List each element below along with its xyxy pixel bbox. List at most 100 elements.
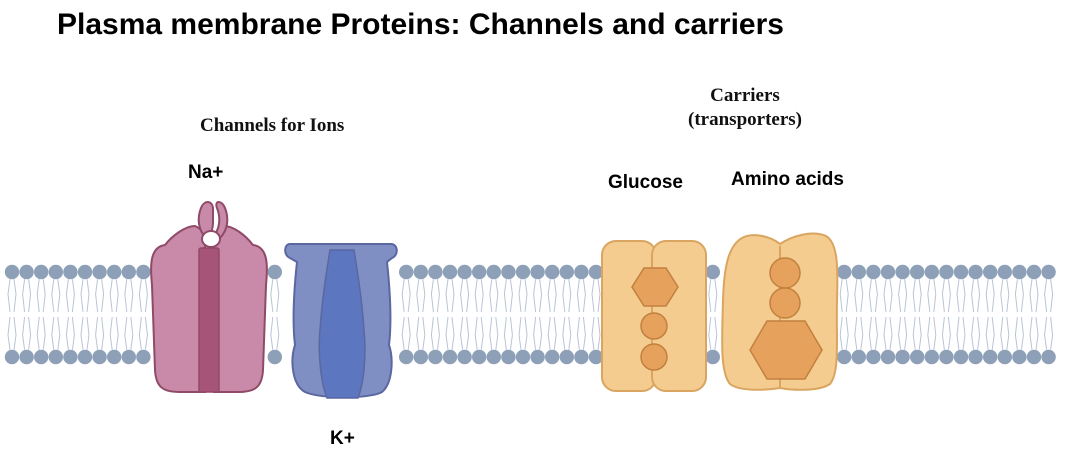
sodium-label: Na+ bbox=[188, 162, 224, 183]
lipid-tails bbox=[971, 279, 981, 350]
lipid-tails bbox=[270, 279, 280, 350]
lipid-head-inner bbox=[968, 349, 983, 365]
lipid-head-outer bbox=[866, 264, 881, 280]
lipid-tails bbox=[1044, 279, 1054, 350]
lipid-head-inner bbox=[107, 349, 122, 365]
glucose-substrate-hexagon bbox=[631, 267, 679, 307]
lipid-tails bbox=[124, 279, 134, 350]
potassium-channel-pore bbox=[318, 249, 366, 399]
lipid-head-inner bbox=[121, 349, 136, 365]
lipid-head-outer bbox=[1041, 264, 1056, 280]
lipid-head-inner bbox=[442, 349, 458, 365]
lipid-head-inner bbox=[399, 349, 414, 365]
lipid-head-outer bbox=[34, 264, 49, 280]
lipid-head-outer bbox=[136, 264, 151, 280]
lipid-tails bbox=[927, 279, 937, 350]
lipid-head-inner bbox=[267, 349, 282, 365]
potassium-channel bbox=[284, 243, 398, 399]
lipid-head-outer bbox=[588, 264, 604, 280]
lipid-tails bbox=[430, 279, 440, 350]
lipid-head-outer bbox=[486, 264, 501, 280]
amino-acids-label: Amino acids bbox=[731, 169, 844, 190]
lipid-tails bbox=[533, 279, 543, 350]
lipid-tails bbox=[1014, 279, 1024, 350]
lipid-head-inner bbox=[457, 349, 472, 365]
amino-acid-hexagon bbox=[749, 320, 823, 380]
lipid-head-inner bbox=[501, 349, 516, 365]
lipid-tails bbox=[7, 279, 17, 350]
lipid-head-inner bbox=[428, 349, 443, 365]
lipid-tails bbox=[562, 279, 572, 350]
amino-acid-bead-2 bbox=[769, 287, 801, 319]
lipid-head-outer bbox=[92, 264, 107, 280]
lipid-tails bbox=[912, 279, 922, 350]
carriers-heading: Carriers (transporters) bbox=[645, 84, 845, 132]
lipid-head-outer bbox=[1012, 264, 1027, 280]
lipid-tails bbox=[95, 279, 105, 350]
lipid-tails bbox=[576, 279, 586, 350]
lipid-head-outer bbox=[924, 264, 939, 280]
lipid-head-inner bbox=[486, 349, 501, 365]
lipid-tails bbox=[474, 279, 484, 350]
lipid-head-inner bbox=[1012, 349, 1027, 365]
sodium-channel-opening bbox=[201, 230, 221, 248]
lipid-head-outer bbox=[910, 264, 925, 280]
lipid-tails bbox=[416, 279, 426, 350]
lipid-head-inner bbox=[910, 349, 925, 365]
lipid-head-outer bbox=[48, 264, 63, 280]
lipid-head-outer bbox=[968, 264, 983, 280]
sodium-channel bbox=[150, 201, 268, 393]
lipid-head-inner bbox=[1041, 349, 1056, 365]
lipid-tails bbox=[109, 279, 119, 350]
lipid-head-inner bbox=[77, 349, 93, 365]
lipid-tails bbox=[401, 279, 411, 350]
lipid-tails bbox=[518, 279, 528, 350]
lipid-tails bbox=[445, 279, 455, 350]
lipid-tails bbox=[65, 279, 75, 350]
lipid-head-inner bbox=[1026, 349, 1042, 365]
glucose-carrier bbox=[601, 240, 707, 392]
sodium-channel-gate-right bbox=[209, 201, 229, 239]
lipid-tails bbox=[1000, 279, 1010, 350]
lipid-head-inner bbox=[924, 349, 939, 365]
lipid-head-outer bbox=[545, 264, 560, 280]
lipid-head-inner bbox=[545, 349, 560, 365]
lipid-head-inner bbox=[866, 349, 881, 365]
lipid-head-outer bbox=[63, 264, 78, 280]
lipid-tails bbox=[460, 279, 470, 350]
page-title: Plasma membrane Proteins: Channels and c… bbox=[57, 8, 784, 41]
lipid-head-outer bbox=[515, 264, 531, 280]
lipid-tails bbox=[80, 279, 90, 350]
lipid-tails bbox=[36, 279, 46, 350]
lipid-tails bbox=[138, 279, 148, 350]
glucose-substrate-bead-1 bbox=[640, 312, 668, 340]
lipid-tails bbox=[839, 279, 849, 350]
lipid-head-outer bbox=[1026, 264, 1042, 280]
lipid-head-inner bbox=[19, 349, 34, 365]
amino-acid-carrier bbox=[721, 232, 839, 391]
lipid-head-inner bbox=[559, 349, 574, 365]
lipid-head-outer bbox=[880, 264, 896, 280]
lipid-head-outer bbox=[530, 264, 545, 280]
lipid-head-inner bbox=[34, 349, 49, 365]
lipid-head-inner bbox=[895, 349, 910, 365]
glucose-substrate-bead-2 bbox=[640, 343, 668, 371]
lipid-head-inner bbox=[939, 349, 954, 365]
lipid-head-outer bbox=[837, 264, 852, 280]
lipid-tails bbox=[591, 279, 601, 350]
lipid-head-outer bbox=[559, 264, 574, 280]
lipid-head-inner bbox=[983, 349, 998, 365]
lipid-head-inner bbox=[851, 349, 866, 365]
lipid-head-outer bbox=[413, 264, 428, 280]
lipid-head-inner bbox=[953, 349, 969, 365]
channels-heading: Channels for Ions bbox=[200, 115, 345, 136]
lipid-head-inner bbox=[63, 349, 78, 365]
lipid-head-outer bbox=[121, 264, 136, 280]
lipid-head-outer bbox=[19, 264, 34, 280]
lipid-tails bbox=[503, 279, 513, 350]
lipid-head-inner bbox=[530, 349, 545, 365]
lipid-head-outer bbox=[574, 264, 589, 280]
lipid-head-inner bbox=[588, 349, 604, 365]
